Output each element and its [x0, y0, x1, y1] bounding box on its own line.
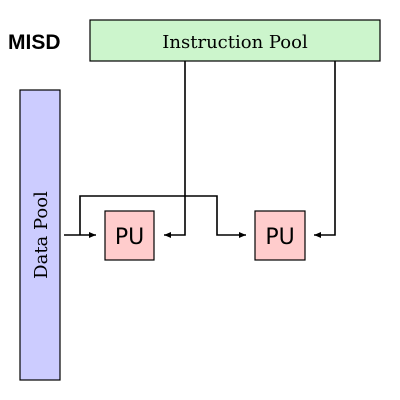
- data-pool-box: [19, 89, 61, 381]
- instruction-pool-label: Instruction Pool: [162, 32, 308, 53]
- processing-unit-2: PU: [254, 210, 306, 261]
- instruction-pool-box: [89, 19, 381, 62]
- processing-unit-label: PU: [115, 225, 144, 250]
- data-pool: Data Pool: [19, 89, 61, 381]
- data-pool-label: Data Pool: [31, 191, 52, 279]
- data-stream-to-pu2: [79, 195, 246, 238]
- instruction-stream-to-pu2: [314, 61, 336, 238]
- processing-unit-1: PU: [104, 210, 155, 261]
- instruction-stream-to-pu1: [164, 61, 186, 238]
- instruction-pool: Instruction Pool: [89, 19, 381, 62]
- processing-unit-label: PU: [265, 225, 294, 250]
- processing-unit-box: [104, 210, 155, 261]
- processing-unit-box: [254, 210, 306, 261]
- diagram-title: MISD: [8, 31, 61, 54]
